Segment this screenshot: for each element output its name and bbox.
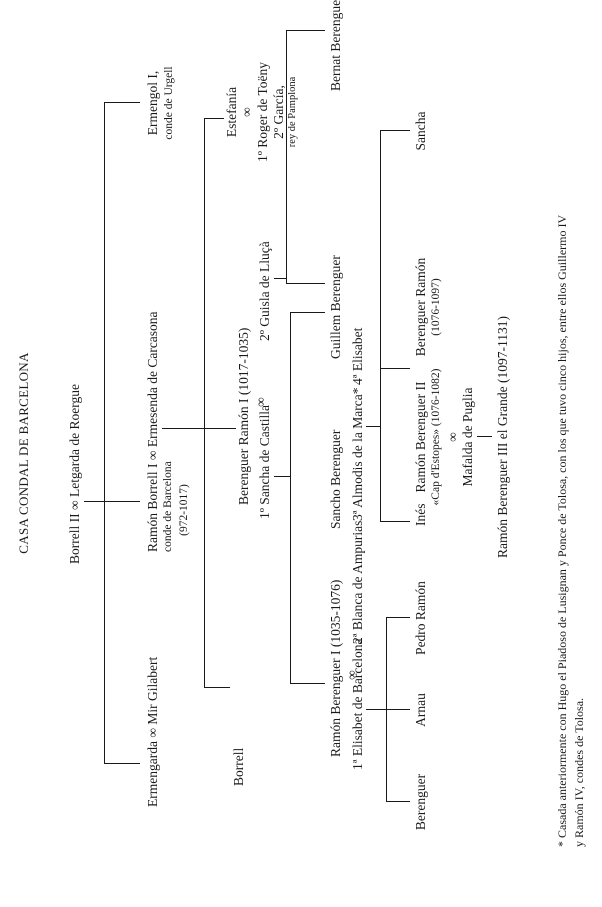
connector-line [162, 428, 204, 429]
connector-line [386, 617, 410, 618]
wife-elisabet: 4ª Elisabet [350, 327, 365, 385]
marriage-symbol: ∞ [145, 728, 160, 738]
connector-line [380, 521, 410, 522]
wife-elisabet-de-barcelona: 1ª Elisabet de Barcelona [350, 638, 365, 770]
ermengol-title: conde de Urgell [163, 66, 175, 140]
connector-line [366, 426, 380, 427]
connector-line [477, 436, 492, 437]
marriage-symbol: ∞ [239, 107, 254, 117]
wife-sancha-de-castilla: 1º Sancha de Castilla [257, 404, 272, 519]
connector-line [380, 368, 410, 369]
footnote-line-1: * Casada anteriormente con Hugo el Piado… [555, 214, 569, 847]
person-ermengarda: Ermengarda [145, 741, 160, 807]
footnote-line-2: y Ramón IV, condes de Tolosa. [572, 697, 586, 847]
connector-line [386, 801, 410, 802]
person-ines: Inés [413, 503, 428, 527]
garcia-title: rey de Pamplona [287, 76, 298, 148]
connector-line [84, 501, 104, 502]
connector-line [380, 130, 410, 131]
connector-line [104, 501, 140, 502]
connector-line [290, 312, 325, 313]
connector-line [104, 102, 140, 103]
connector-line [104, 103, 105, 764]
person-borrell-ii: Borrell II [67, 513, 82, 564]
person-sancha: Sancha [413, 111, 428, 151]
person-guillem-berenguer: Guillem Berenguer [328, 255, 343, 359]
connector-line [286, 283, 325, 284]
connector-line [380, 131, 381, 522]
marriage-symbol: ∞ [67, 500, 82, 511]
person-letgarda: Letgarda de Roergue [67, 384, 82, 498]
ramon-borrell-title: conde de Barcelona [162, 461, 174, 552]
connector-line [204, 118, 224, 119]
person-sancho-berenguer: Sancho Berenguer [328, 429, 343, 529]
connector-line [290, 313, 291, 684]
connector-line [366, 709, 386, 710]
borrell-ii-couple: Borrell II ∞ Letgarda de Roergue [67, 384, 82, 564]
person-berenguer-ramon-i: Berenguer Ramón I (1017-1035) [236, 327, 251, 505]
connector-line [204, 428, 236, 429]
person-ermesenda: Ermesenda de Carcasona [145, 311, 160, 448]
person-mir-gilabert: Mir Gilabert [145, 656, 160, 725]
connector-line [290, 683, 325, 684]
estefania-husband-garcia: 2º García, [271, 85, 286, 139]
person-mafalda-de-puglia: Mafalda de Puglia [460, 387, 475, 487]
person-berenguer-ramon-ii: Berenguer Ramón [413, 257, 428, 357]
berenguer-ramon-ii-years: (1076-1097) [430, 278, 442, 336]
person-bernat-berenguer: Bernat Berenguer [328, 0, 343, 91]
connector-line [274, 278, 286, 279]
person-pedro-ramon: Pedro Ramón [413, 581, 428, 655]
tree-title: CASA CONDAL DE BARCELONA [16, 352, 31, 554]
person-ramon-berenguer-ii: Ramón Berenguer II [413, 381, 428, 493]
person-arnau: Arnau [413, 693, 428, 727]
connector-line [274, 476, 290, 477]
person-estefania: Estefanía [224, 86, 239, 138]
person-ramon-berenguer-i: Ramón Berenguer I (1035-1076) [328, 579, 343, 757]
wife-almodis-de-la-marca: 3ª Almodis de la Marca* [350, 387, 365, 521]
person-ramon-berenguer-iii: Ramón Berenguer III el Grande (1097-1131… [495, 315, 510, 559]
ramon-borrell-couple: Ramón Borrell I ∞ Ermesenda de Carcasona [145, 311, 160, 552]
marriage-symbol: ∞ [145, 450, 160, 461]
connector-line [204, 119, 205, 688]
person-borrell: Borrell [231, 747, 246, 786]
connector-line [286, 30, 325, 31]
connector-line [386, 618, 387, 802]
wife-blanca-de-ampurias: 2ª Blanca de Ampurias [350, 520, 365, 644]
person-ermengol-i: Ermengol I, [145, 70, 160, 136]
marriage-symbol: ∞ [445, 432, 460, 442]
connector-line [204, 687, 230, 688]
cap-destopes-label: «Cap d'Estopes» (1076-1082) [430, 368, 442, 506]
ramon-borrell-years: (972-1017) [178, 484, 190, 536]
ermengarda-couple: Ermengarda ∞ Mir Gilabert [145, 656, 160, 807]
person-berenguer: Berenguer [413, 773, 428, 831]
connector-line [286, 31, 287, 284]
connector-line [386, 709, 410, 710]
estefania-husband-roger: 1º Roger de Toëny [255, 61, 270, 163]
person-ramon-borrell-i: Ramón Borrell I [145, 463, 160, 552]
wife-guisla-de-lluca: 2º Guisla de Lluçà [257, 241, 272, 341]
connector-line [104, 763, 140, 764]
